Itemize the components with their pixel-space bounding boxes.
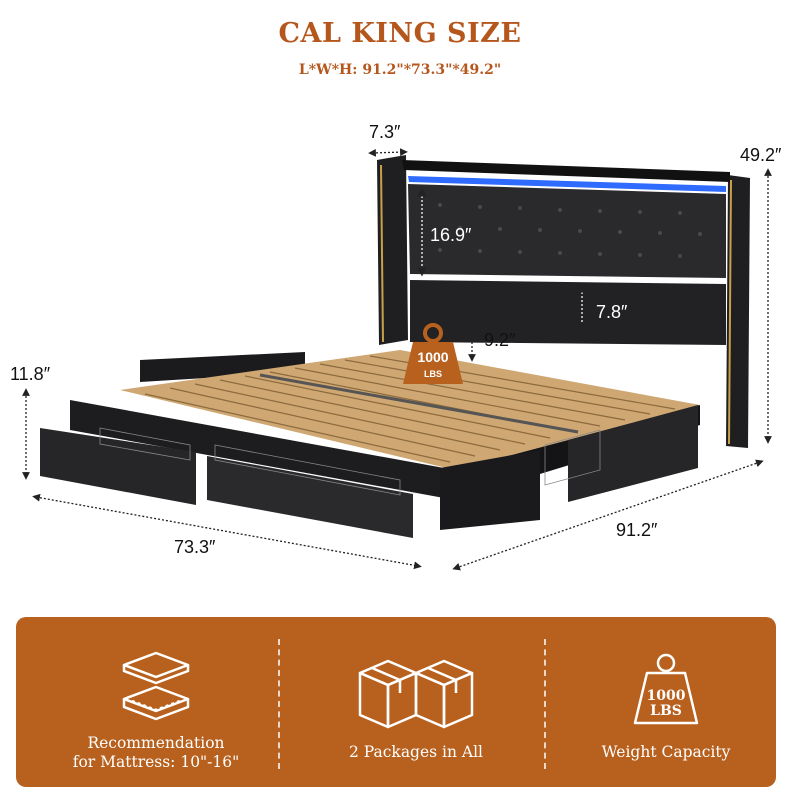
headboard-lower-panel <box>410 280 726 345</box>
measure-headboard-panel: 16.9″ <box>430 225 472 245</box>
weight-badge <box>403 323 463 384</box>
front-rail <box>70 400 455 500</box>
dimensions-subtitle: L*W*H: 91.2"*73.3"*49.2" <box>298 62 502 78</box>
weight-icon-unit: LBS <box>650 703 682 719</box>
feature-weight-label: Weight Capacity <box>601 743 731 761</box>
arrow-headboard-depth <box>368 148 408 157</box>
measure-headboard-lower: 7.8″ <box>596 302 628 322</box>
feature-divider <box>544 639 546 769</box>
arrow-length <box>452 459 764 571</box>
headboard-shelf <box>402 160 730 182</box>
measure-clearance: 9.2″ <box>484 330 516 350</box>
page-title: CAL KING SIZE <box>278 18 522 49</box>
weight-badge-unit: LBS <box>424 369 442 379</box>
feature-mattress-line2: for Mattress: 10"-16" <box>72 753 240 771</box>
feature-divider <box>278 639 280 769</box>
headboard-left-wing <box>377 155 408 345</box>
mattress-icon <box>122 651 190 721</box>
led-strip <box>408 176 726 192</box>
packages-icon <box>358 659 474 729</box>
features-panel: Recommendation for Mattress: 10"-16" 2 P… <box>16 617 776 787</box>
measure-length: 91.2″ <box>616 520 658 540</box>
measure-frame-height: 11.8″ <box>10 364 51 384</box>
drawer-front-left <box>40 428 196 505</box>
weight-icon <box>633 653 699 725</box>
measure-total-height: 49.2″ <box>740 145 782 165</box>
weight-badge-value: 1000 <box>417 349 448 365</box>
feature-mattress-line1: Recommendation <box>87 734 225 752</box>
tufting-buttons <box>438 203 702 258</box>
measure-headboard-depth: 7.3″ <box>369 122 401 142</box>
headboard-right-wing <box>726 175 750 448</box>
feature-weight: 1000 LBS Weight Capacity <box>576 617 756 787</box>
feature-mattress: Recommendation for Mattress: 10"-16" <box>56 617 256 787</box>
feature-packages-label: 2 Packages in All <box>348 743 484 761</box>
slats <box>144 355 676 463</box>
measure-width: 73.3″ <box>174 537 216 557</box>
feature-packages: 2 Packages in All <box>306 617 526 787</box>
headboard-tufted-panel <box>408 184 726 278</box>
weight-icon-value: 1000 <box>646 688 686 704</box>
arrow-width <box>32 493 422 570</box>
